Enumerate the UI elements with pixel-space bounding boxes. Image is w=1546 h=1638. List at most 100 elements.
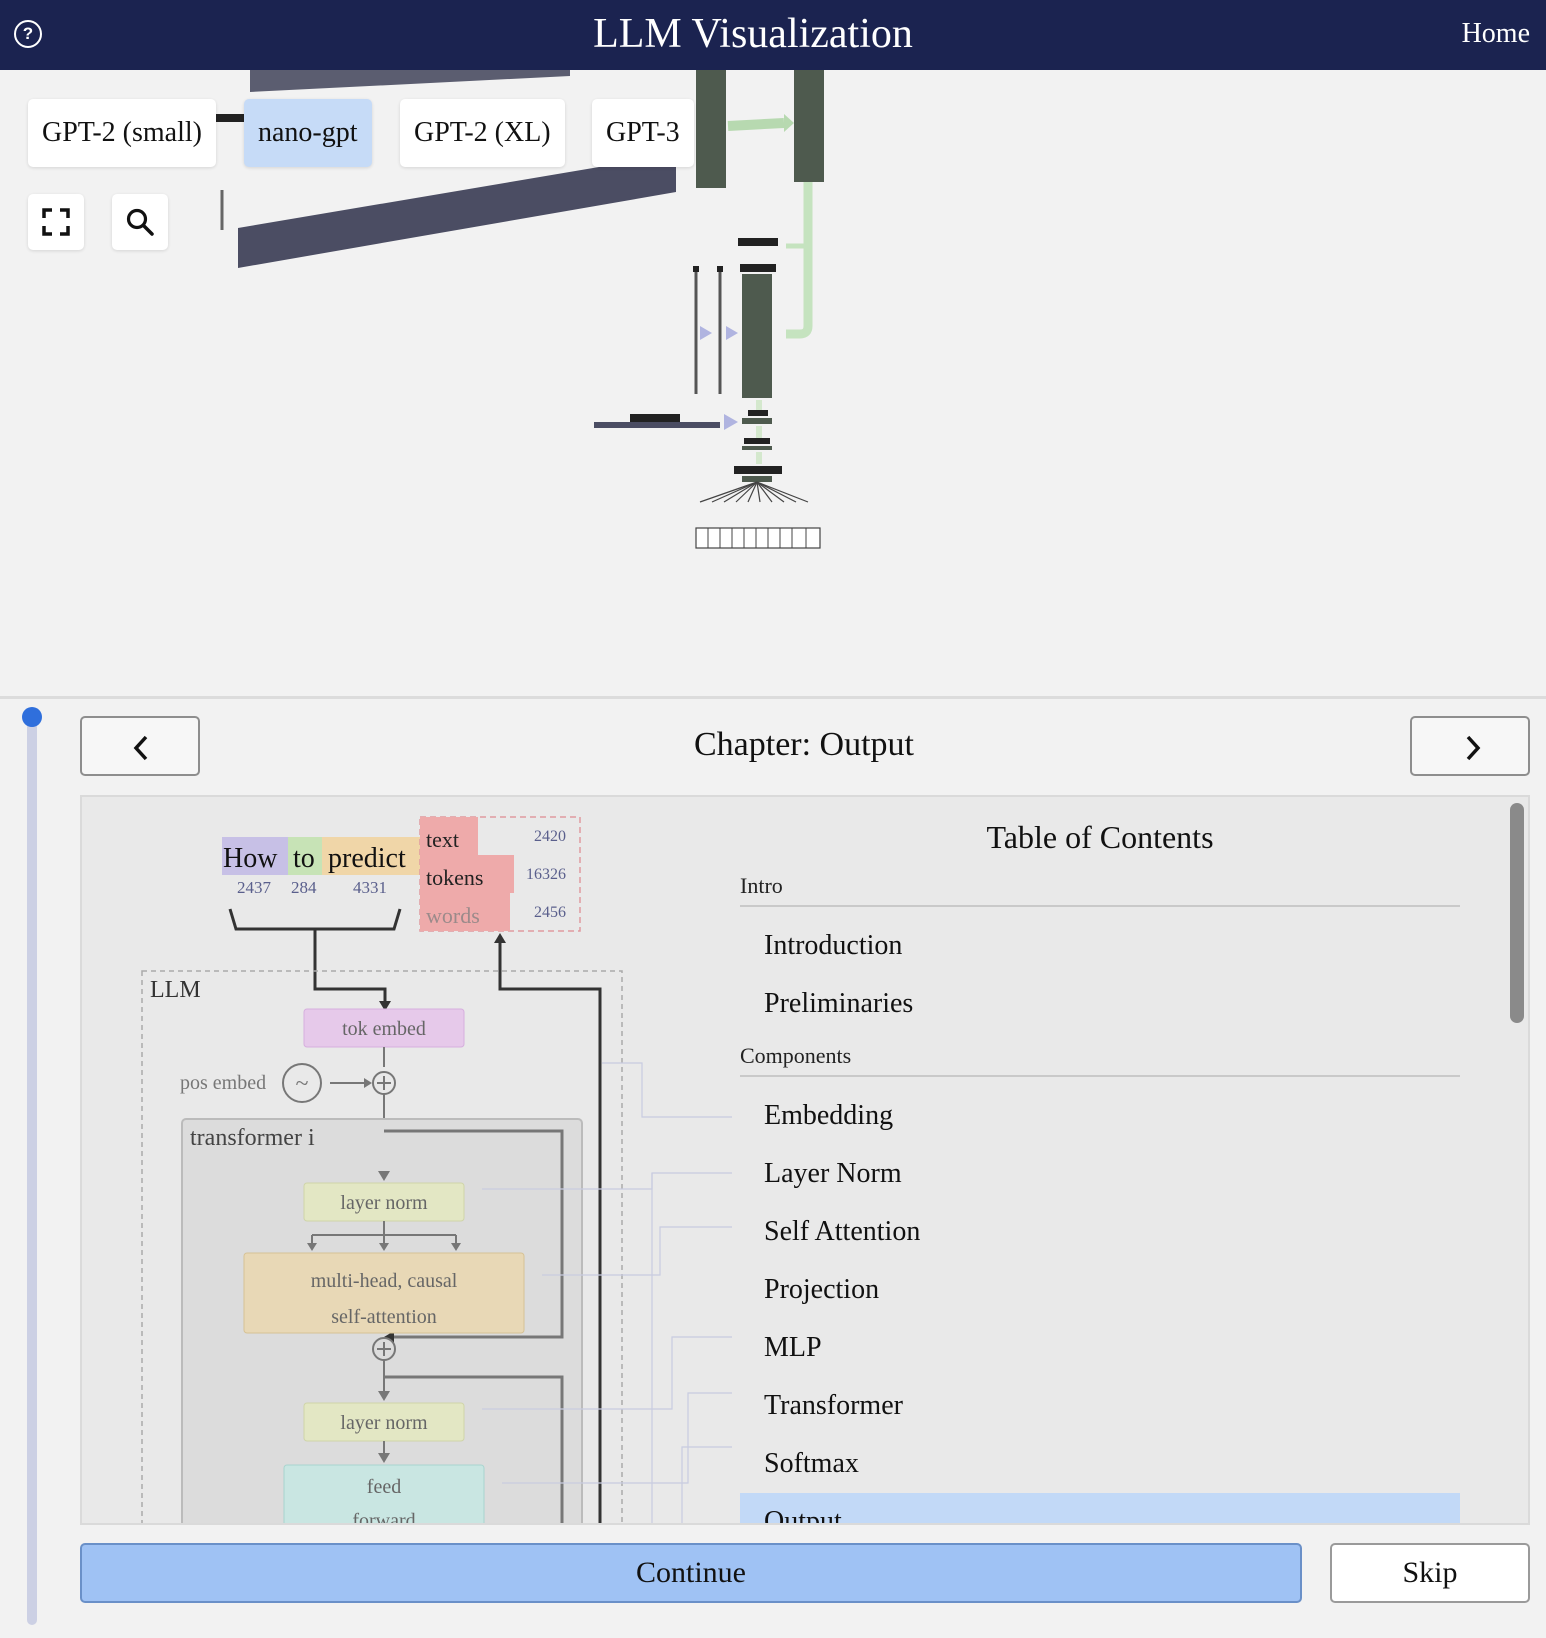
model-button-nano-gpt[interactable]: nano-gpt — [244, 99, 372, 167]
token-id-how: 2437 — [237, 878, 272, 897]
chapter-content[interactable]: How to predict 2437 284 4331 text tokens… — [80, 795, 1530, 1525]
logits-row — [742, 418, 772, 424]
search-icon — [126, 208, 154, 236]
sm-agg-row — [742, 446, 772, 450]
arrow-head — [378, 1171, 390, 1181]
legend-text-value: 2420 — [534, 828, 566, 845]
toc-item-transformer[interactable]: Transformer — [764, 1390, 903, 1421]
attention-box — [243, 1252, 525, 1334]
residual-arrow — [786, 182, 813, 339]
token-to-box — [288, 837, 322, 875]
page-title: LLM Visualization — [593, 11, 913, 57]
toc-item-softmax[interactable]: Softmax — [764, 1448, 859, 1479]
toc-item-preliminaries[interactable]: Preliminaries — [764, 988, 914, 1019]
tiny-label — [717, 266, 723, 272]
progress-handle[interactable] — [22, 707, 42, 727]
content-scrollbar[interactable] — [1510, 803, 1524, 1023]
expand-button[interactable] — [28, 194, 84, 250]
layer-norm-2-label: layer norm — [340, 1412, 428, 1434]
tiny-label — [693, 266, 699, 272]
toc-item-output[interactable]: Output — [740, 1493, 1460, 1523]
legend-words-label: words — [426, 903, 480, 928]
ffn-label-line1: feed — [367, 1476, 401, 1498]
output-token-dividers — [707, 528, 807, 548]
home-link[interactable]: Home — [1461, 18, 1530, 49]
table-of-contents: Table of Contents Intro Introduction Pre… — [740, 815, 1460, 1523]
toc-item-self-attention[interactable]: Self Attention — [764, 1216, 921, 1247]
llm-label: LLM — [150, 977, 201, 1003]
model-3d-view[interactable] — [0, 70, 1546, 696]
embedding-slab — [238, 154, 676, 268]
ln-final-column — [742, 274, 772, 398]
arrow-head — [724, 414, 738, 430]
llm-architecture-diagram: How to predict 2437 284 4331 text tokens… — [141, 816, 732, 1525]
output-token-row — [695, 527, 821, 549]
toc-item-layer-norm[interactable]: Layer Norm — [764, 1158, 902, 1189]
toc-section-components: Components — [740, 1041, 1460, 1077]
ffn-box — [283, 1464, 485, 1523]
legend-words-value: 2456 — [534, 904, 566, 921]
softmax-row — [742, 476, 772, 482]
residual-path — [384, 1129, 564, 1339]
tiny-label — [214, 114, 244, 122]
tiny-label — [734, 466, 782, 474]
output-fan — [699, 481, 809, 503]
top-bar: ? LLM Visualization Home — [0, 0, 1546, 70]
search-button[interactable] — [112, 194, 168, 250]
model-canvas[interactable]: GPT-2 (small) nano-gpt GPT-2 (XL) GPT-3 — [0, 70, 1546, 696]
connector — [756, 452, 762, 464]
expand-icon — [42, 208, 70, 236]
tilde-glyph: ~ — [296, 1071, 309, 1097]
toc-item-projection[interactable]: Projection — [764, 1274, 880, 1305]
token-predict-box — [322, 837, 420, 875]
layer-norm-1-label: layer norm — [340, 1192, 428, 1214]
arrow-head — [700, 326, 712, 340]
legend-words-bar — [420, 893, 510, 931]
chevron-right-icon — [1466, 735, 1481, 761]
transformer-label: transformer i — [190, 1125, 315, 1151]
toc-connector-lines — [482, 1062, 732, 1523]
toc-section-intro: Intro — [740, 871, 1460, 907]
legend-text-label: text — [426, 827, 459, 852]
model-button-gpt3[interactable]: GPT-3 — [592, 99, 694, 167]
next-chapter-button[interactable] — [1410, 716, 1530, 776]
walkthrough-panel: Chapter: Output How to predict 2437 284 … — [0, 696, 1546, 1638]
token-to: to — [293, 843, 315, 874]
question-circle-icon[interactable]: ? — [14, 20, 42, 48]
pos-embed-label: pos embed — [180, 1072, 266, 1094]
connector — [756, 400, 762, 410]
chevron-left-icon — [133, 735, 148, 761]
prev-chapter-button[interactable] — [80, 716, 200, 776]
legend-text-bar — [420, 817, 478, 855]
input-arrow — [313, 929, 387, 1005]
tiny-label — [630, 414, 680, 422]
llm-container — [141, 970, 623, 1523]
arrow-head — [726, 326, 738, 340]
weight-slab — [250, 70, 570, 92]
attention-label-line1: multi-head, causal — [311, 1270, 458, 1292]
continue-button[interactable]: Continue — [80, 1543, 1302, 1603]
toc-item-mlp[interactable]: MLP — [764, 1332, 822, 1363]
model-button-gpt2-xl[interactable]: GPT-2 (XL) — [400, 99, 565, 167]
token-brace — [228, 908, 402, 931]
tiny-label — [748, 410, 768, 416]
tok-embed-label: tok embed — [342, 1018, 426, 1040]
residual-path — [384, 1375, 564, 1523]
arrow-head — [494, 933, 506, 943]
legend-tokens-value: 16326 — [526, 866, 566, 883]
attention-label-line2: self-attention — [331, 1306, 437, 1328]
pos-embed-wave — [282, 1063, 322, 1103]
token-how-box — [222, 837, 288, 875]
ffn-label-line2: forward — [352, 1510, 415, 1525]
tiny-label — [744, 438, 770, 444]
toc-item-introduction[interactable]: Introduction — [764, 930, 903, 961]
token-id-to: 284 — [291, 878, 317, 897]
arrow-head — [364, 1078, 372, 1088]
progress-track[interactable] — [27, 715, 37, 1625]
lm-head-slab — [594, 422, 720, 428]
model-button-gpt2-small[interactable]: GPT-2 (small) — [28, 99, 216, 167]
block-column — [696, 70, 726, 188]
skip-button[interactable]: Skip — [1330, 1543, 1530, 1603]
toc-item-embedding[interactable]: Embedding — [764, 1100, 894, 1131]
token-id-predict: 4331 — [353, 878, 387, 897]
